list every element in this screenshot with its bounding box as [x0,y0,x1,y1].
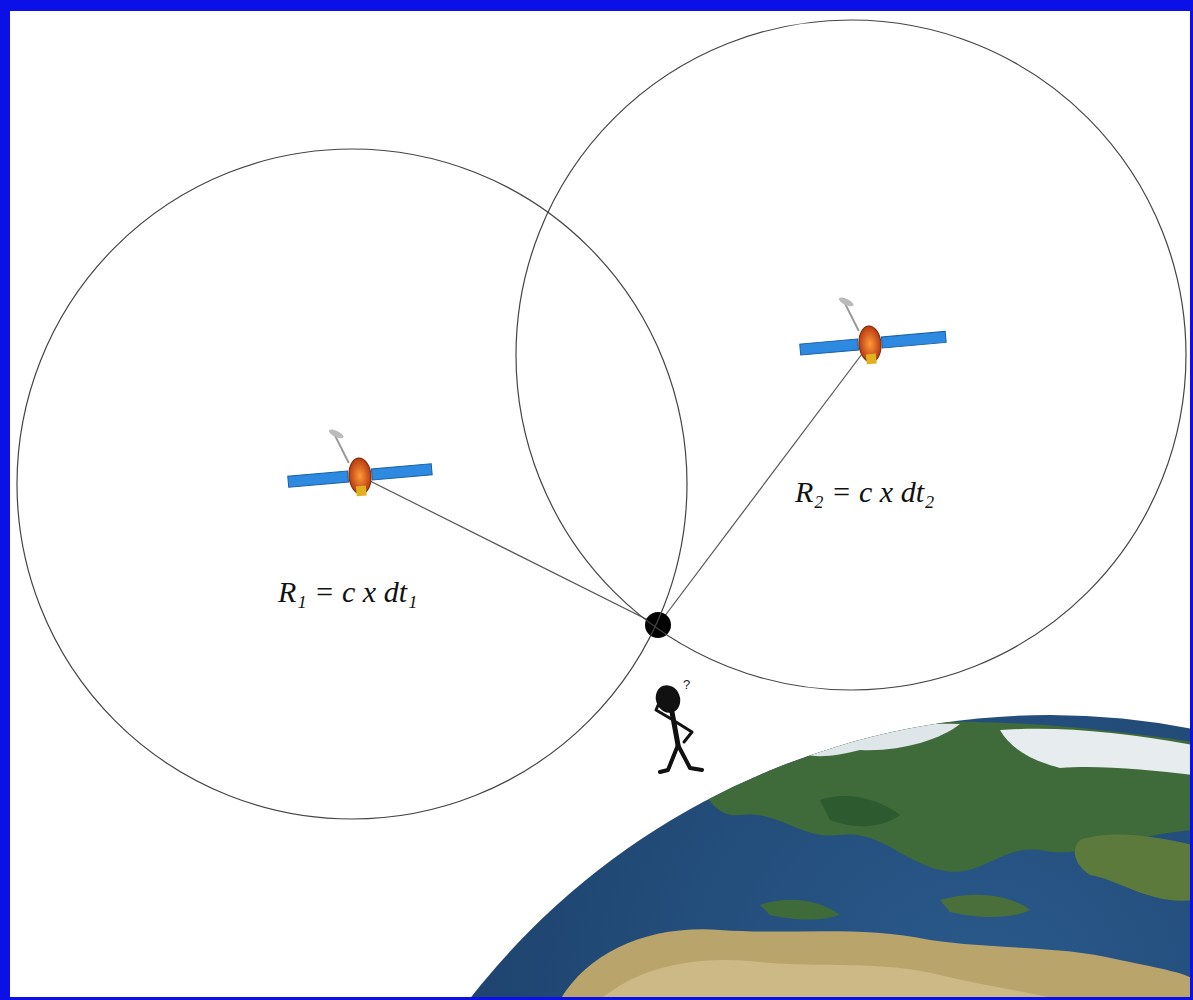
land-africa [560,929,1193,1000]
land-turkey [940,895,1030,917]
position-dot [645,612,671,638]
frame [0,0,10,1000]
circle-outline [17,149,687,819]
land-asia [1075,835,1193,901]
frame [1190,0,1193,1000]
range-circle: R₂ = c x dt₂ [515,19,1187,691]
earth-ocean [315,715,1193,1000]
circle-outline [16,148,688,820]
frame [0,997,1193,1000]
range-circle: R₁ = c x dt₁ [16,148,688,820]
range-formula: R₁ = c x dt₁ [278,574,417,610]
stick-figure [652,682,702,772]
satellite [284,419,434,502]
circle-outline [515,19,1187,691]
circle-outline [516,20,1186,690]
range-formula: R₂ = c x dt₂ [795,474,934,510]
question-mark: ? [683,678,690,691]
land-europe [820,796,900,826]
earth [315,715,1193,1000]
frame [0,0,1193,11]
snow [1000,729,1193,775]
land-italy [760,900,840,920]
satellite [796,287,948,370]
snow [790,724,960,757]
desert [600,960,1060,1000]
